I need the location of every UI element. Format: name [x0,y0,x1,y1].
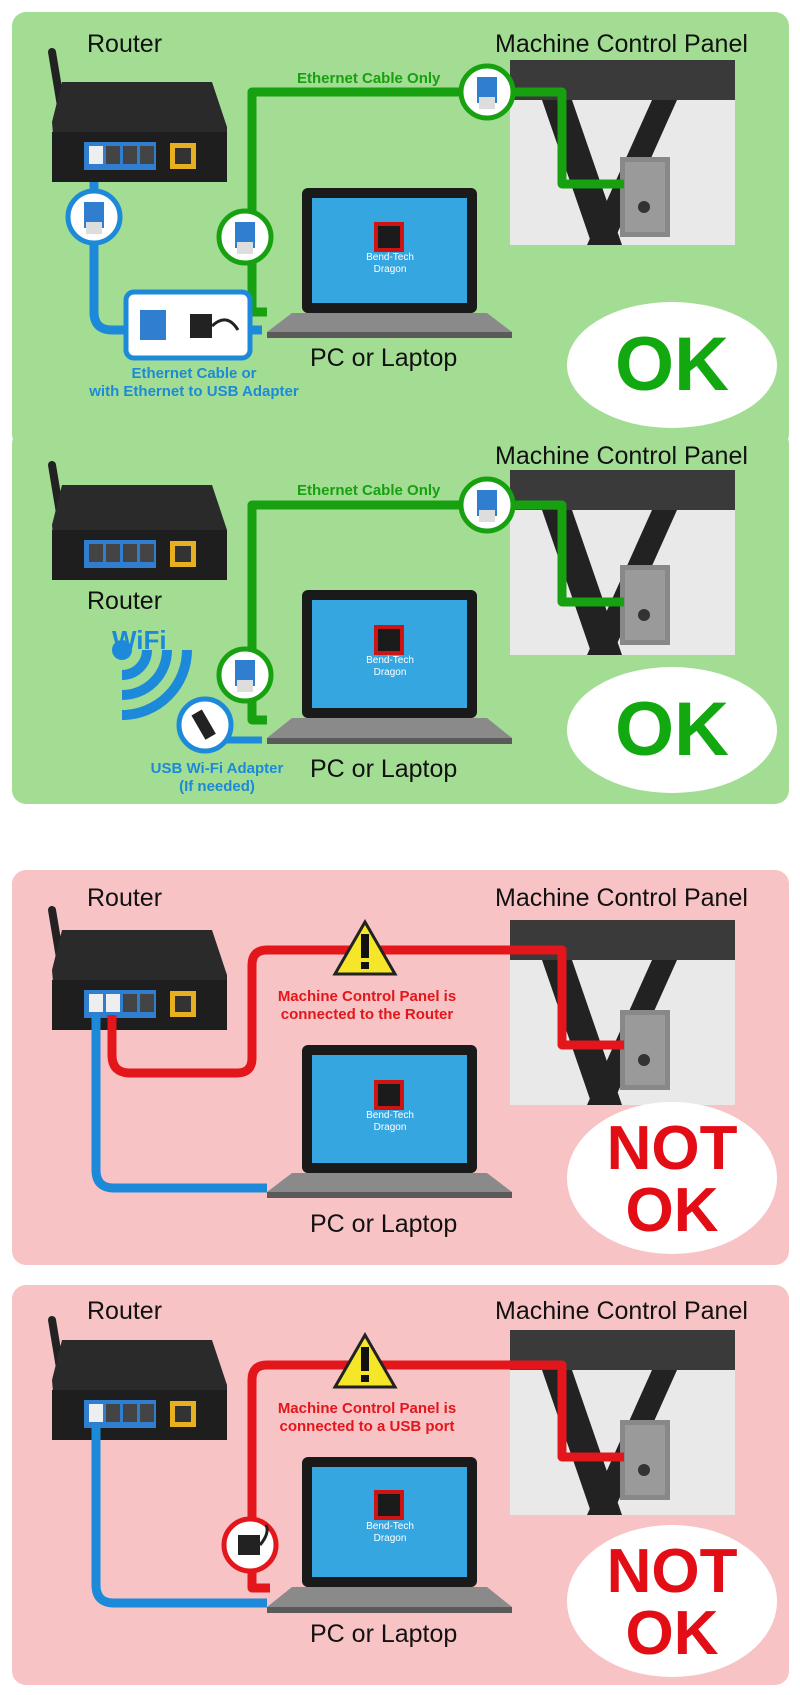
app-label: Bend-Tech Dragon [360,252,420,276]
scenario-panel-3: Router Machine Control Panel PC or Lapto… [12,870,789,1265]
router-icon [48,48,227,182]
machine-control-panel-image [510,470,735,655]
panel-3-drawing [48,906,735,1198]
laptop-icon [267,1457,512,1613]
ethernet-connector-icon [216,208,274,266]
blue-ethernet-cable [91,1425,267,1608]
app-label-line-2: Dragon [373,667,407,678]
usb-adapter-caption-line-1: USB Wi-Fi Adapter [150,760,284,777]
verdict-badge: OK [567,302,777,428]
laptop-icon [267,590,512,744]
wifi-signal-icon [112,640,192,720]
warning-icon [332,1331,398,1389]
app-label-line-1: Bend-Tech [366,1521,414,1532]
ethernet-connector-icon [65,188,123,246]
panel-2-drawing [48,461,735,754]
app-label-line-1: Bend-Tech [366,655,414,666]
router-icon [48,906,227,1030]
machine-control-panel-label: Machine Control Panel [495,1297,748,1325]
usb-wifi-adapter-icon [176,696,234,754]
verdict-badge: OK [567,667,777,793]
app-label-line-1: Bend-Tech [366,252,414,263]
laptop-label: PC or Laptop [310,755,458,783]
laptop-label: PC or Laptop [310,344,458,372]
router-cable-caption-line-2: with Ethernet to USB Adapter [89,383,299,400]
app-label-line-2: Dragon [373,1533,407,1544]
router-label: Router [87,30,163,58]
usb-adapter-caption-line-2: (If needed) [179,778,255,795]
app-label-line-1: Bend-Tech [366,1110,414,1121]
scenario-panel-1: Router Machine Control Panel PC or Lapto… [12,12,789,448]
machine-control-panel-label: Machine Control Panel [495,442,748,470]
scenario-panel-4: Router Machine Control Panel PC or Lapto… [12,1285,789,1685]
ethernet-connector-icon [216,646,274,704]
wifi-label: WiFi [112,625,167,655]
ethernet-connector-icon [458,476,516,534]
warning-caption: Machine Control Panel is connected to th… [262,988,472,1024]
router-label: Router [87,587,163,615]
laptop-icon [267,1045,512,1198]
scenario-panel-2: Machine Control Panel Router WiFi PC or … [12,430,789,804]
app-label-line-2: Dragon [373,1122,407,1133]
verdict-line-2: OK [625,1599,719,1668]
cable-caption: Ethernet Cable Only [297,482,441,499]
laptop-icon [267,188,512,338]
router-cable-caption: Ethernet Cable or with Ethernet to USB A… [74,365,314,401]
blue-ethernet-cable [89,182,262,335]
warning-caption: Machine Control Panel is connected to a … [262,1400,472,1436]
laptop-label: PC or Laptop [310,1620,458,1648]
usb-adapter-icon [221,1516,279,1574]
verdict-line-2: OK [625,1176,719,1245]
ethernet-usb-adapter-icon [123,289,253,361]
verdict-badge: NOT OK [567,1102,777,1254]
warning-caption-line-1: Machine Control Panel is [277,988,457,1005]
ethernet-connector-icon [458,63,516,121]
warning-caption-line-1: Machine Control Panel is [277,1400,457,1417]
machine-control-panel-label: Machine Control Panel [495,30,748,58]
router-label: Router [87,884,163,912]
app-label: Bend-Tech Dragon [360,655,420,679]
machine-control-panel-label: Machine Control Panel [495,884,748,912]
panel-4-drawing [48,1316,735,1613]
red-ethernet-cable [107,945,624,1078]
router-label: Router [87,1297,163,1325]
router-icon [48,461,227,580]
verdict-line-1: NOT [606,1114,738,1183]
blue-ethernet-cable [91,1015,267,1193]
laptop-label: PC or Laptop [310,1210,458,1238]
router-cable-caption-line-1: Ethernet Cable or [131,365,257,382]
usb-adapter-caption: USB Wi-Fi Adapter (If needed) [132,760,302,796]
app-label: Bend-Tech Dragon [360,1110,420,1134]
app-label: Bend-Tech Dragon [360,1521,420,1545]
cable-caption: Ethernet Cable Only [297,70,441,87]
machine-control-panel-image [510,1330,735,1515]
verdict-badge: NOT OK [567,1525,777,1677]
warning-caption-line-2: connected to a USB port [279,1418,455,1435]
warning-icon [332,918,398,976]
router-icon [48,1316,227,1440]
app-label-line-2: Dragon [373,264,407,275]
panel-1-drawing [48,48,735,361]
red-usb-cable [247,1360,624,1593]
warning-caption-line-2: connected to the Router [280,1006,454,1023]
verdict-line-1: NOT [606,1537,738,1606]
